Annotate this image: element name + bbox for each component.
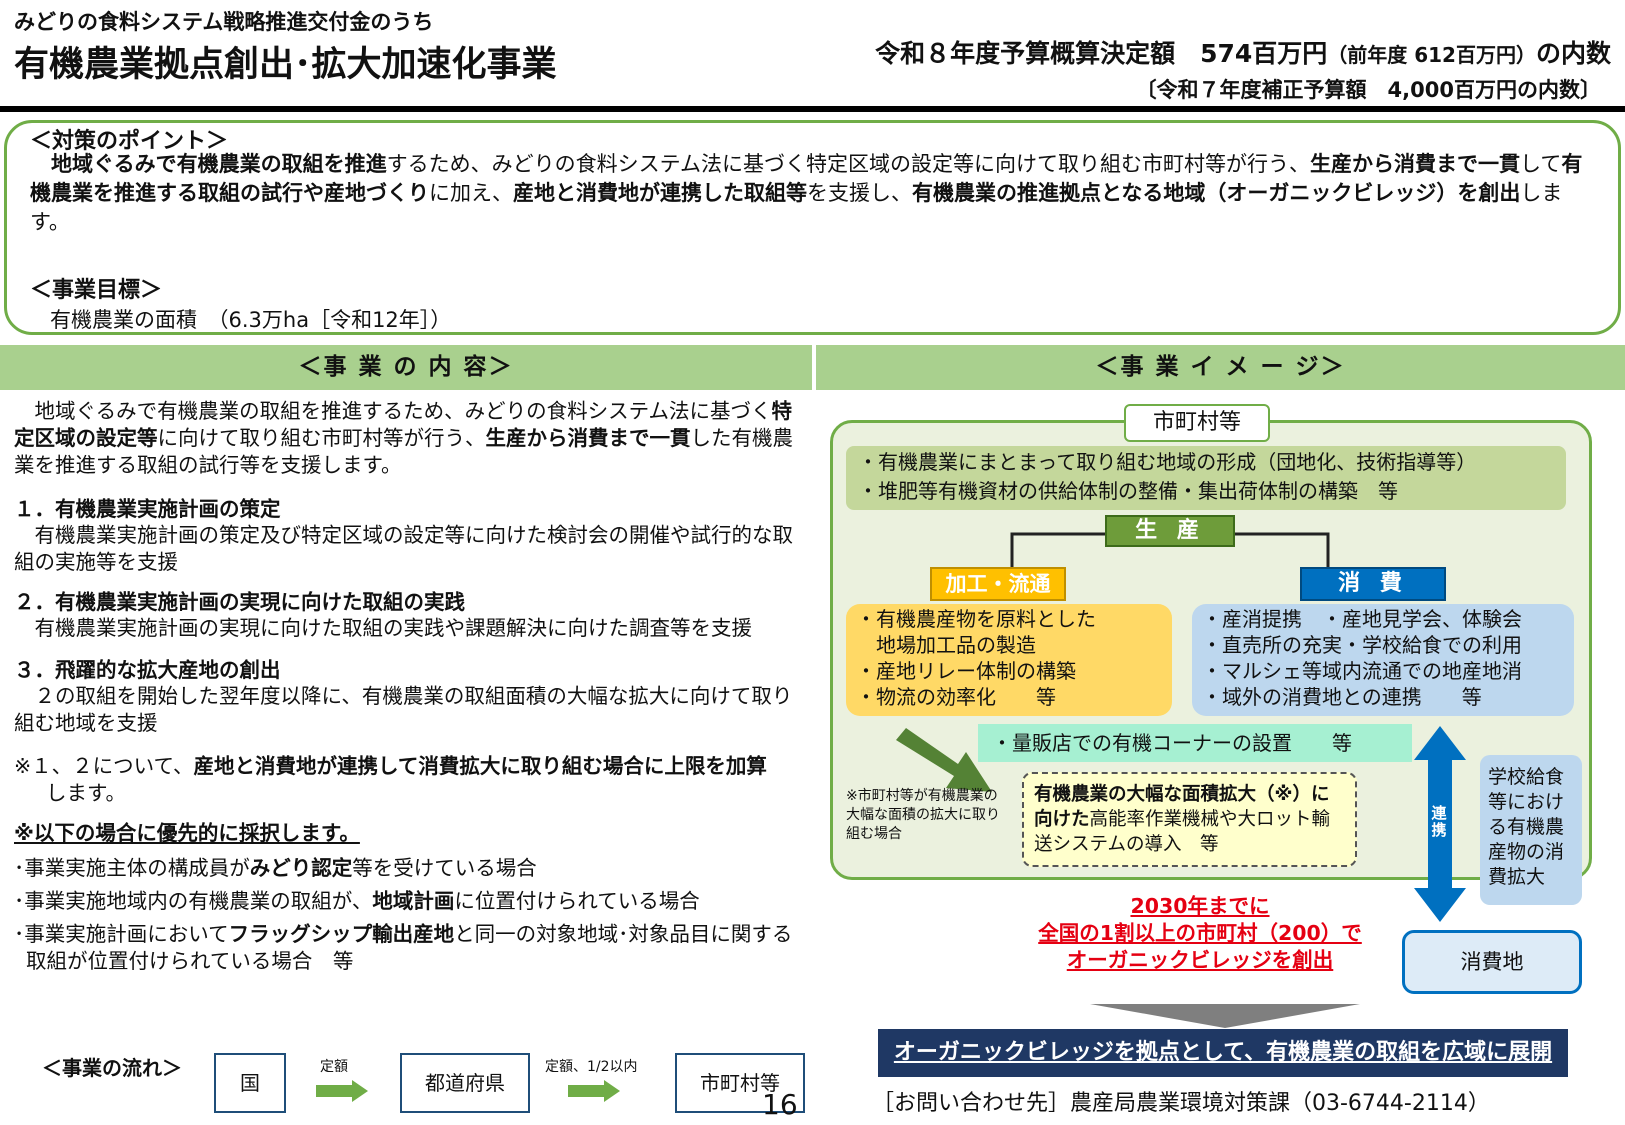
priority-item: ･事業実施主体の構成員がみどり認定等を受けている場合: [14, 855, 804, 882]
processing-item: ・産地リレー体制の構築: [856, 659, 1076, 683]
body-text: と同一の対象地域･対象品目に関する取組が位置付けられている場合 等: [26, 922, 793, 973]
policy-points-heading: ＜対策のポイント＞: [30, 129, 229, 154]
consumption-item: ・直売所の充実・学校給食での利用: [1202, 633, 1522, 657]
consumption-measures: ・産消提携 ・産地見学会、体験会 ・直売所の充実・学校給食での利用 ・マルシェ等…: [1192, 604, 1574, 716]
emphasis-text: 有機農業を推進する取組の試行や産地づくり: [30, 152, 1583, 205]
consumption-item: ・産消提携 ・産地見学会、体験会: [1202, 607, 1522, 631]
processing-distribution-label: 加工・流通: [930, 567, 1066, 601]
flow-arrow-icon: [568, 1080, 620, 1102]
school-meals-box: 学校給食等における有機農産物の消費拡大: [1480, 755, 1582, 905]
expansion-arrow-icon: [896, 728, 992, 792]
body-text: に位置付けられている場合: [454, 889, 700, 913]
production-measures: ・有機農業にまとまって取り組む地域の形成（団地化、技術指導等） ・堆肥等有機資材…: [846, 446, 1566, 510]
body-text: に加え、: [429, 181, 513, 205]
processing-item: 地場加工品の製造: [856, 633, 1036, 657]
flow-arrow-icon: [316, 1080, 368, 1102]
header-subtitle: みどりの食料システム戦略推進交付金のうち: [14, 10, 434, 34]
goal-heading: ＜事業目標＞: [30, 278, 163, 303]
budget-amount: 令和８年度予算概算決定額 574百万円（前年度 612百万円）の内数: [875, 34, 1611, 70]
large-scale-expansion-box: 有機農業の大幅な面積拡大（※）に向けた高能率作業機械や大ロット輸送システムの導入…: [1022, 772, 1357, 867]
supplementary-budget: 〔令和７年度補正予算額 4,000百万円の内数〕: [1135, 78, 1601, 102]
emphasis-text: 生産から消費まで一貫: [1309, 152, 1520, 176]
policy-points-box: [4, 120, 1621, 335]
budget-main: 令和８年度予算概算決定額 574百万円: [875, 39, 1328, 68]
body-text: して: [1519, 152, 1562, 176]
body-text: ･事業実施主体の構成員が: [14, 856, 250, 880]
section-title-content: ＜事 業 の 内 容＞: [0, 345, 812, 390]
body-text: を支援し、: [807, 181, 912, 205]
budget-previous: （前年度 612百万円）: [1327, 43, 1536, 67]
consumption-label: 消 費: [1300, 567, 1446, 601]
flow-label-fixed: 定額: [320, 1059, 348, 1075]
body-text: するため、みどりの食料システム法に基づく特定区域の設定等に向けて取り組む市町村等…: [386, 152, 1310, 176]
page-title: 有機農業拠点創出･拡大加速化事業: [14, 45, 557, 85]
body-text: ･事業実施地域内の有機農業の取組が、: [14, 889, 373, 913]
emphasis-text: 有機農業の推進拠点となる地域（オーガニックビレッジ）を創出: [912, 181, 1521, 205]
item-heading: ３．飛躍的な拡大産地の創出: [14, 658, 281, 682]
flow-label-fixed-half: 定額、1/2以内: [545, 1059, 638, 1075]
consumption-item: ・マルシェ等域内流通での地産地消: [1202, 659, 1522, 683]
section-title-image: ＜事 業 イ メ ー ジ＞: [816, 345, 1625, 390]
target-line: オーガニックビレッジを創出: [1066, 948, 1334, 972]
processing-item: ・有機農産物を原料とした: [856, 607, 1096, 631]
organic-village-target: 2030年までに 全国の1割以上の市町村（200）で オーガニックビレッジを創出: [1010, 893, 1390, 974]
processing-measures: ・有機農産物を原料とした 地場加工品の製造 ・産地リレー体制の構築 ・物流の効率…: [846, 604, 1172, 716]
flow-heading: ＜事業の流れ＞: [42, 1056, 182, 1080]
municipality-label: 市町村等: [1124, 404, 1270, 442]
body-text: 地域ぐるみで有機農業の取組を推進するため、みどりの食料システム法に基づく: [14, 399, 772, 423]
production-measure-item: ・有機農業にまとまって取り組む地域の形成（団地化、技術指導等）: [858, 450, 1477, 474]
cooperation-arrow-icon: [1414, 726, 1466, 922]
additional-note: ※１、２について、産地と消費地が連携して消費拡大に取り組む場合に上限を加算します…: [14, 753, 804, 807]
emphasis-text: 有機農業の取組を推進: [176, 152, 387, 176]
emphasis-text: 地域ぐるみで: [30, 152, 177, 176]
policy-points-body: 地域ぐるみで有機農業の取組を推進するため、みどりの食料システム法に基づく特定区域…: [30, 150, 1595, 237]
flow-node-prefecture: 都道府県: [400, 1053, 530, 1113]
expansion-bold: 有機農業の大幅な面積拡大（※）に向けた: [1034, 784, 1330, 830]
down-arrow-icon: [1090, 1004, 1360, 1028]
retail-measure: ・量販店での有機コーナーの設置 等: [978, 724, 1412, 762]
budget-suffix: の内数: [1535, 39, 1611, 68]
note-prefix: ※１、２について、: [14, 754, 194, 778]
item-text: 有機農業実施計画の策定及び特定区域の設定等に向けた検討会の開催や試行的な取組の実…: [14, 523, 793, 574]
item-text: 有機農業実施計画の実現に向けた取組の実践や課題解決に向けた調査等を支援: [14, 616, 752, 640]
production-label: 生 産: [1105, 515, 1235, 547]
target-line: 2030年までに: [1130, 894, 1270, 918]
item-heading: １．有機農業実施計画の策定: [14, 497, 281, 521]
priority-heading: ※以下の場合に優先的に採択します。: [14, 821, 360, 845]
page-number: 16: [762, 1088, 798, 1121]
cooperation-label: 連携: [1431, 804, 1447, 839]
consumption-item: ・域外の消費地との連携 等: [1202, 685, 1482, 709]
emphasis-text: 生産から消費まで一貫: [485, 426, 691, 450]
expansion-note: ※市町村等が有機農業の大幅な面積の拡大に取り組む場合: [846, 788, 1000, 842]
emphasis-text: 地域計画: [372, 889, 455, 913]
goal-text: 有機農業の面積 （6.3万ha［令和12年］）: [50, 308, 452, 332]
body-text: 等を受けている場合: [352, 856, 537, 880]
expansion-text: 高能率作業機械や大ロット輸送システムの導入 等: [1034, 809, 1331, 855]
body-text: ･事業実施計画において: [14, 922, 229, 946]
body-text: します。: [30, 181, 1563, 234]
emphasis-text: 産地と消費地が連携した取組等: [513, 181, 807, 205]
consumption-area-box: 消費地: [1402, 930, 1582, 994]
content-intro: 地域ぐるみで有機農業の取組を推進するため、みどりの食料システム法に基づく特定区域…: [14, 398, 804, 479]
note-bold: 産地と消費地が連携して消費拡大に取り組む場合に上限を加算: [193, 754, 767, 778]
deployment-banner: オーガニックビレッジを拠点として、有機農業の取組を広域に展開: [878, 1029, 1568, 1077]
target-line: 全国の1割以上の市町村（200）で: [1038, 921, 1362, 945]
flow-node-municipality: 市町村等: [675, 1053, 805, 1113]
item-heading: ２．有機農業実施計画の実現に向けた取組の実践: [14, 590, 465, 614]
emphasis-text: フラッグシップ輸出産地: [228, 922, 455, 946]
item-text: ２の取組を開始した翌年度以降に、有機農業の取組面積の大幅な拡大に向けて取り組む地…: [14, 684, 793, 735]
contact-info: ［お問い合わせ先］農産局農業環境対策課（03-6744-2114）: [872, 1091, 1490, 1116]
processing-item: ・物流の効率化 等: [856, 685, 1056, 709]
body-text: した有機農業を推進する取組の試行等を支援します。: [14, 426, 793, 477]
priority-list: ･事業実施主体の構成員がみどり認定等を受けている場合 ･事業実施地域内の有機農業の…: [14, 855, 804, 981]
priority-item: ･事業実施計画においてフラッグシップ輸出産地と同一の対象地域･対象品目に関する取…: [14, 921, 804, 975]
emphasis-text: 特定区域の設定等: [14, 399, 792, 450]
flow-node-country: 国: [214, 1053, 286, 1113]
production-measure-item: ・堆肥等有機資材の供給体制の整備・集出荷体制の構築 等: [858, 479, 1398, 503]
body-text: に向けて取り組む市町村等が行う、: [157, 426, 486, 450]
emphasis-text: みどり認定: [249, 856, 353, 880]
priority-item: ･事業実施地域内の有機農業の取組が、地域計画に位置付けられている場合: [14, 888, 804, 915]
note-suffix: します。: [46, 781, 126, 805]
header-divider: [0, 106, 1625, 112]
